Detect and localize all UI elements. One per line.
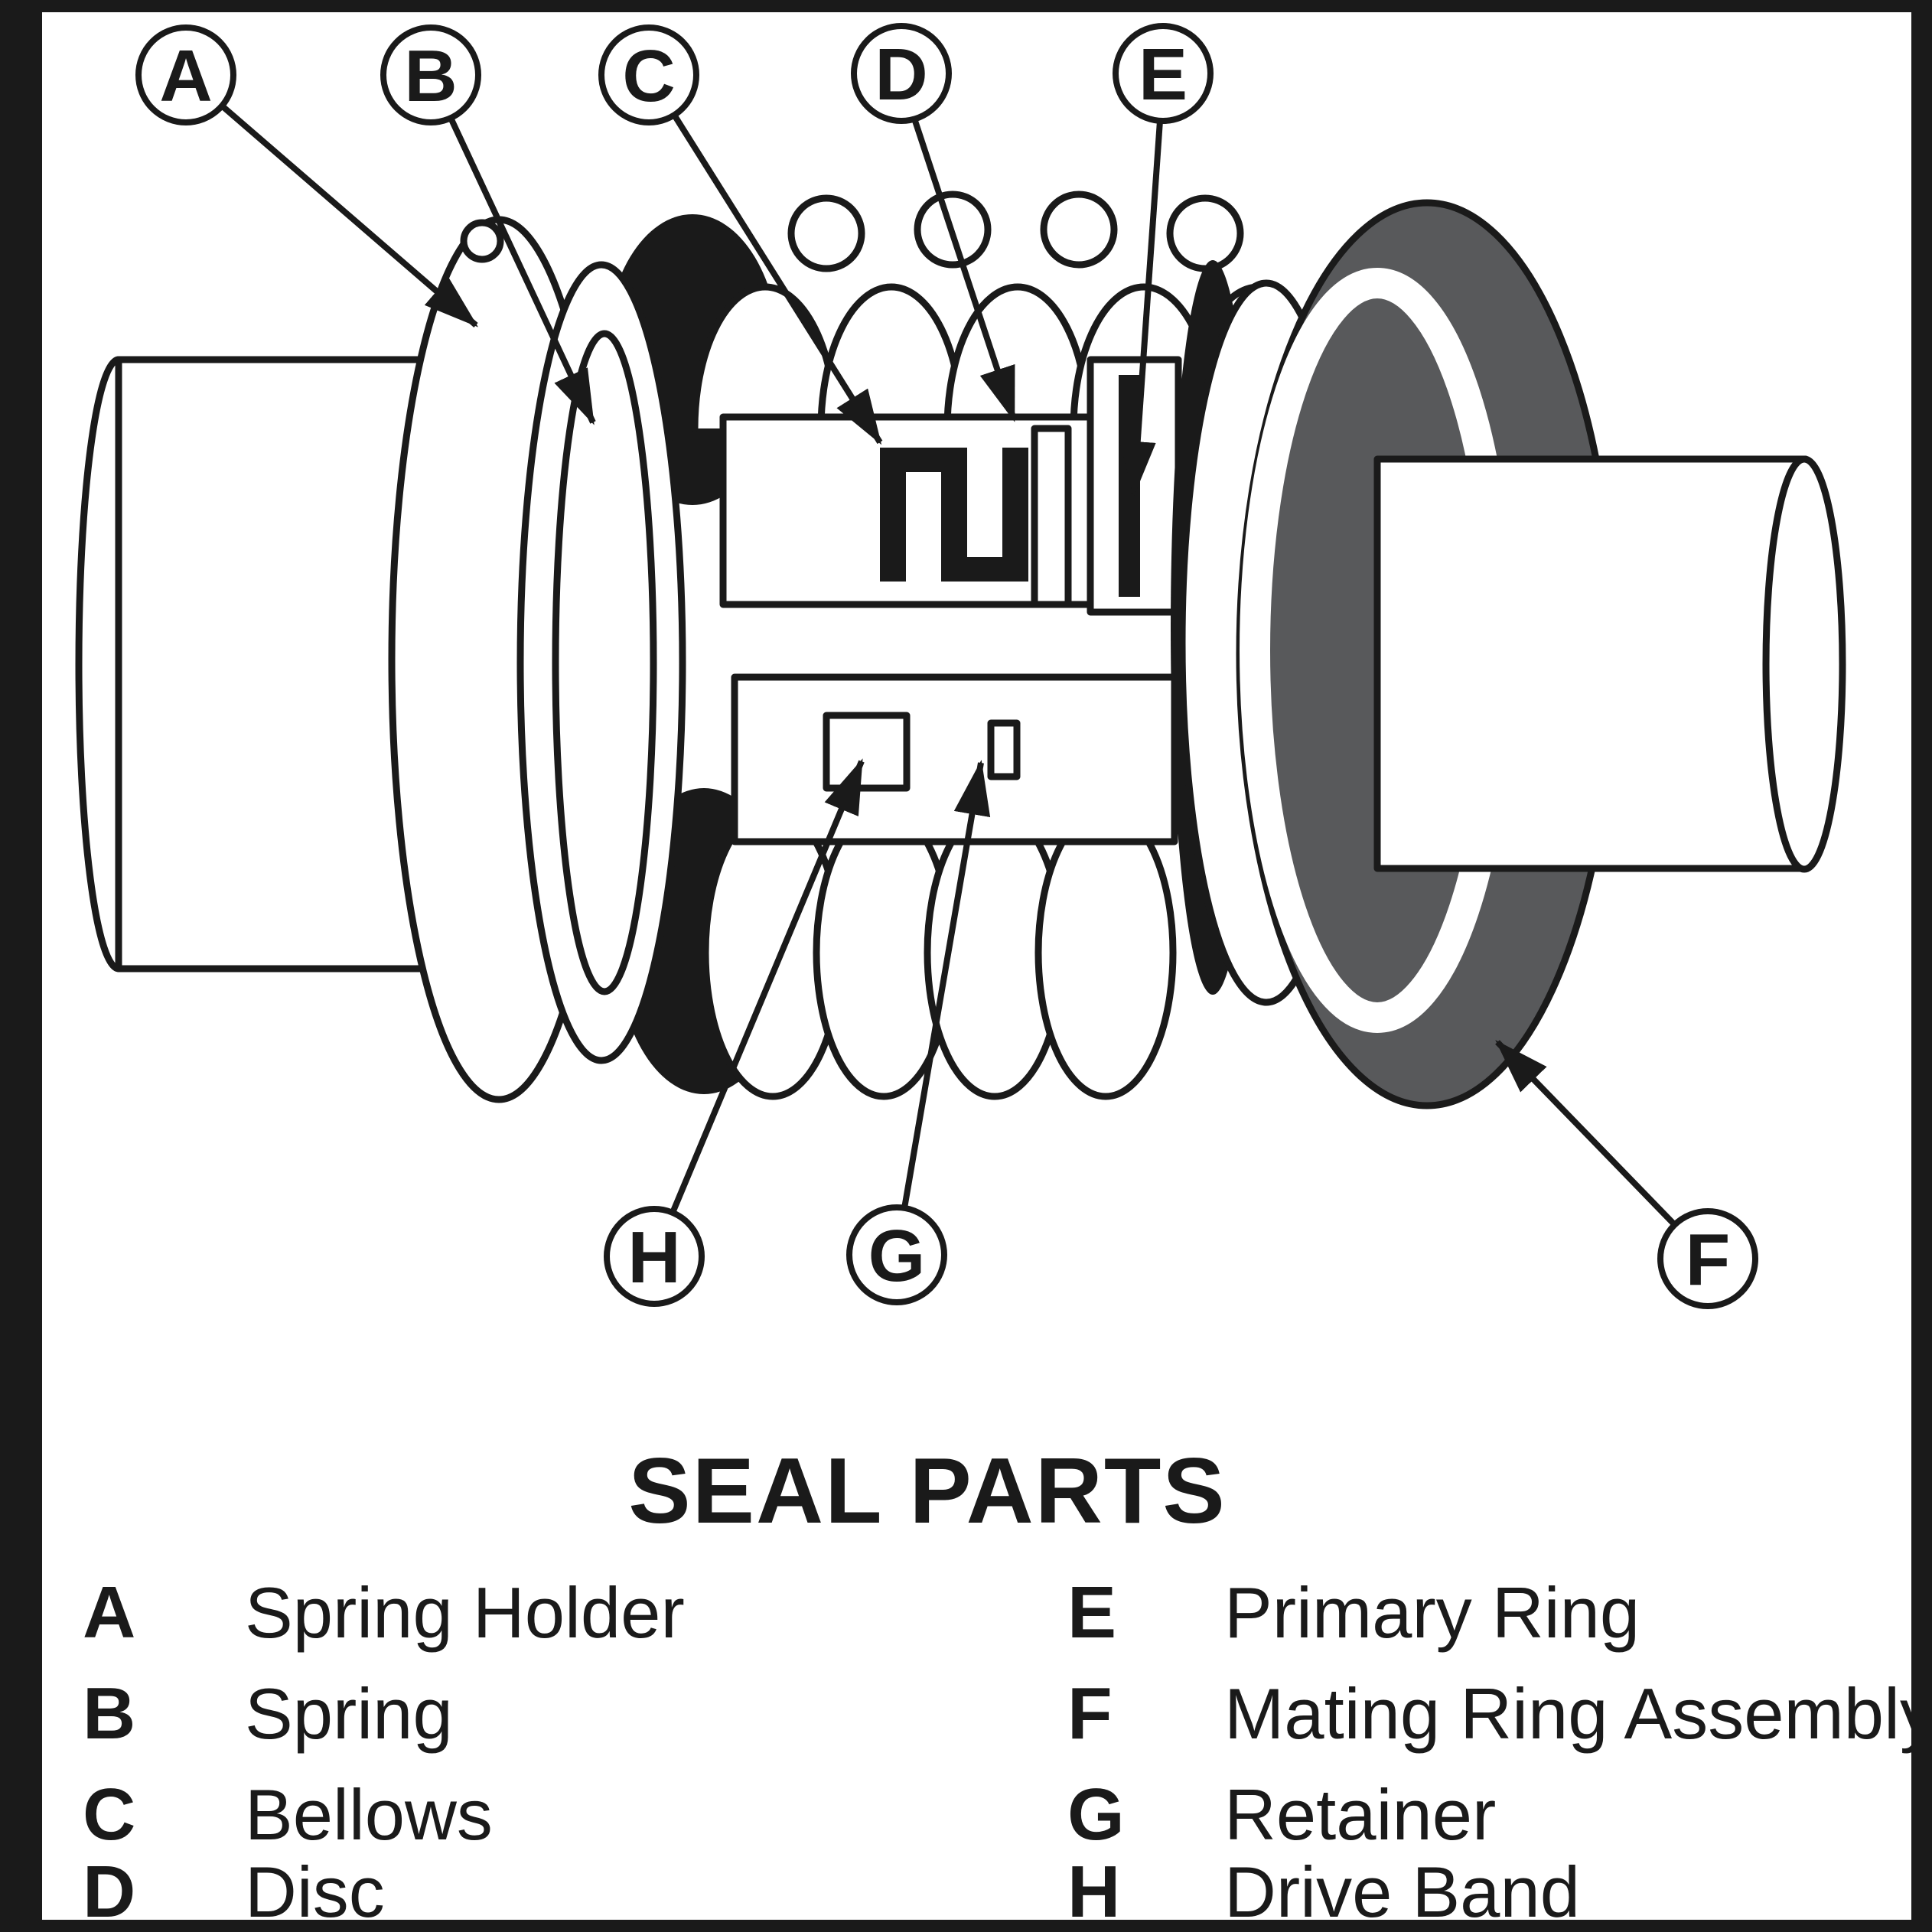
legend: A Spring Holder B Spring C Bellows D Dis… [83,1572,1932,1932]
right-shaft-end-cap [1762,455,1846,873]
arrow-f [1495,1040,1677,1227]
frame-bottom [0,1920,1932,1932]
legend-label-b: Spring [245,1673,453,1754]
legend-label-d: Disc [245,1852,385,1932]
legend-label-c: Bellows [245,1774,493,1855]
callout-letters: A B C D E H G F [159,34,1730,1301]
callout-circles [135,23,1758,1309]
callout-letter-g: G [868,1215,926,1297]
callout-letter-a: A [159,35,212,117]
drive-band-notch [823,712,911,792]
legend-label-h: Drive Band [1224,1852,1580,1932]
arrow-d [911,117,1017,422]
spring-holder-seat-ring [552,330,657,995]
frame-left [0,0,42,1932]
callout-letter-b: B [404,35,457,117]
callout-letter-c: C [622,35,675,117]
legend-label-a: Spring Holder [245,1572,685,1653]
retainer-tab [987,719,1021,780]
frame-top [0,0,1932,12]
legend-key-g: G [1067,1774,1125,1855]
arrow-c [671,112,883,445]
callout-circle-d [851,23,952,124]
callout-letter-h: H [627,1217,680,1298]
callout-circle-h [604,1206,705,1307]
legend-key-b: B [83,1673,135,1754]
legend-label-e: Primary Ring [1224,1572,1640,1653]
disc-part [1031,425,1072,608]
legend-key-h: H [1067,1851,1120,1932]
callout-circle-f [1657,1208,1758,1309]
arrow-b [448,116,596,425]
callout-circle-a [135,24,236,125]
bellows-accordion [880,448,1028,582]
legend-key-a: A [83,1572,135,1653]
callout-circle-e [1113,23,1214,124]
legend-key-d: D [83,1851,135,1932]
spring-bottom-coils [702,805,1177,1100]
right-shaft-body [1373,455,1810,872]
callout-circle-b [380,24,481,125]
legend-key-e: E [1067,1572,1116,1653]
retainer-band [731,673,1178,845]
arrow-h [670,758,865,1214]
callout-letter-f: F [1686,1219,1731,1301]
arrow-a [221,104,479,328]
callout-arrows [221,104,1677,1227]
frame-right [1911,0,1932,1932]
legend-label-g: Retainer [1224,1774,1496,1855]
seal-cutaway-drawing [75,191,1846,1109]
legend-key-f: F [1067,1673,1113,1754]
legend-key-c: C [83,1774,135,1855]
page-title: SEAL PARTS [628,1438,1227,1543]
arrow-e [1119,120,1163,497]
callout-letter-e: E [1139,34,1188,116]
callout-letter-d: D [875,34,927,116]
callout-circle-c [598,24,699,125]
legend-label-f: Mating Ring Assembly [1224,1673,1932,1754]
spring-holder-notch [460,219,504,263]
callout-circle-g [846,1204,947,1305]
arrow-g [901,760,991,1209]
